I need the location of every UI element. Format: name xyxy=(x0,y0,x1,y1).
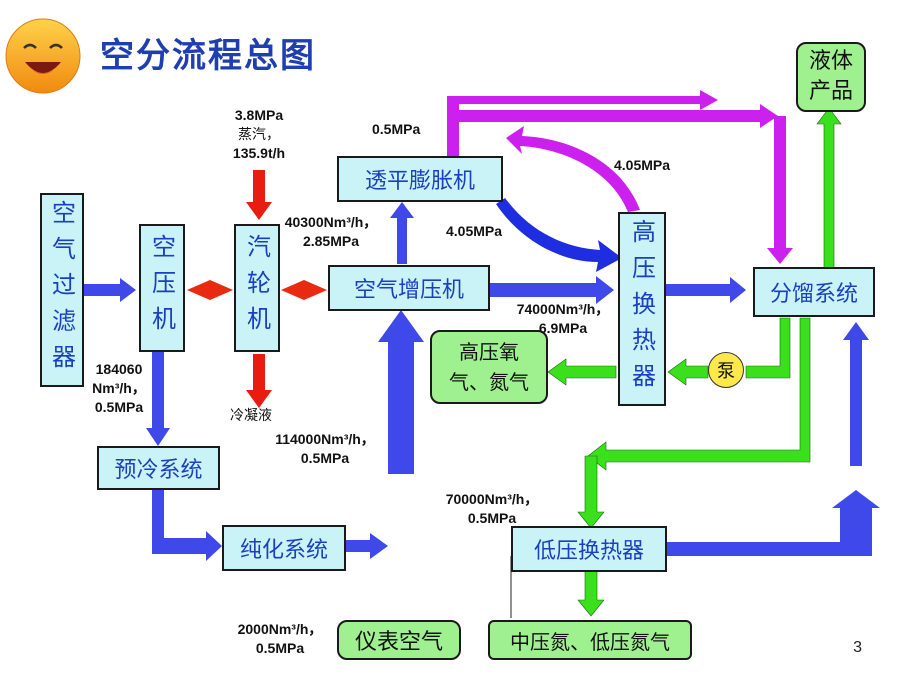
page-title: 空分流程总图 xyxy=(100,36,316,76)
steam-label: 3.8MPa 蒸汽， 135.9t/h xyxy=(224,106,294,163)
expander-to-exchanger-arrow xyxy=(496,198,622,272)
hp-flow-rate: 74000Nm³/h， xyxy=(516,301,610,317)
air-flow-rate: 184060 xyxy=(95,361,143,377)
lp-heat-exchanger-box: 低压换热器 xyxy=(511,526,667,572)
expander-flow-label: 40300Nm³/h， 2.85MPa xyxy=(276,213,386,251)
page-number: 3 xyxy=(853,639,862,656)
expander-flow-pressure: 2.85MPa xyxy=(302,233,360,249)
lp-flow-pressure: 0.5MPa xyxy=(467,510,517,526)
lp-flow-rate: 70000Nm³/h， xyxy=(445,491,539,507)
expander-return-arrows xyxy=(447,90,793,264)
purification-box: 纯化系统 xyxy=(222,525,346,571)
condensate-label: 冷凝液 xyxy=(230,407,272,423)
instrument-air-flow-label: 2000Nm³/h， 0.5MPa xyxy=(226,620,334,658)
booster-inlet-label: 114000Nm³/h， 0.5MPa xyxy=(262,430,388,468)
steam-text: 蒸汽， xyxy=(238,126,280,142)
expander-flow-rate: 40300Nm³/h， xyxy=(284,214,378,230)
expander-outlet-label: 0.5MPa xyxy=(372,121,421,137)
pump-icon: 泵 xyxy=(708,352,744,388)
lp-flow-label: 70000Nm³/h， 0.5MPa xyxy=(432,490,552,528)
hp-heat-exchanger-box: 高压换热器 xyxy=(618,212,666,406)
liquid-product-box: 液体产品 xyxy=(796,42,866,112)
fractionation-box: 分馏系统 xyxy=(753,267,875,317)
hp-flow-label: 74000Nm³/h， 6.9MPa xyxy=(508,300,618,338)
steam-pressure: 3.8MPa xyxy=(234,107,284,123)
product-arrows xyxy=(547,107,842,617)
hp-pressure-mid-label: 4.05MPa xyxy=(446,223,503,239)
hp-oxygen-nitrogen-box: 高压氧气、氮气 xyxy=(430,330,548,404)
hp-pressure-top-label: 4.05MPa xyxy=(614,157,671,173)
precooling-box: 预冷系统 xyxy=(97,446,220,490)
instrument-air-box: 仪表空气 xyxy=(337,620,461,660)
hp-flow-pressure: 6.9MPa xyxy=(538,320,588,336)
air-flow-unit: Nm³/h， xyxy=(92,380,146,396)
steam-turbine-box: 汽轮机 xyxy=(234,224,280,352)
air-flow-arrows xyxy=(83,202,880,561)
air-filter-box: 空气过滤器 xyxy=(40,193,84,387)
steam-arrows xyxy=(246,170,272,408)
steam-flow: 135.9t/h xyxy=(232,145,286,161)
booster-inlet-pressure: 0.5MPa xyxy=(300,450,350,466)
instrument-air-rate: 2000Nm³/h， xyxy=(237,621,323,637)
turbo-expander-box: 透平膨胀机 xyxy=(337,156,503,202)
shaft-couplings xyxy=(187,280,327,300)
air-compressor-box: 空压机 xyxy=(139,224,185,352)
booster-compressor-box: 空气增压机 xyxy=(328,265,490,311)
mp-lp-nitrogen-box: 中压氮、低压氮气 xyxy=(488,620,692,660)
liquid-product-label: 液体产品 xyxy=(808,49,853,104)
booster-inlet-rate: 114000Nm³/h， xyxy=(275,431,375,447)
smiley-face-icon xyxy=(5,18,81,94)
instrument-air-pressure: 0.5MPa xyxy=(255,640,305,656)
air-flow-pressure: 0.5MPa xyxy=(94,399,144,415)
hp-oxygen-nitrogen-label: 高压氧气、氮气 xyxy=(449,340,529,394)
air-flow-label: 184060 Nm³/h， 0.5MPa xyxy=(84,360,154,417)
